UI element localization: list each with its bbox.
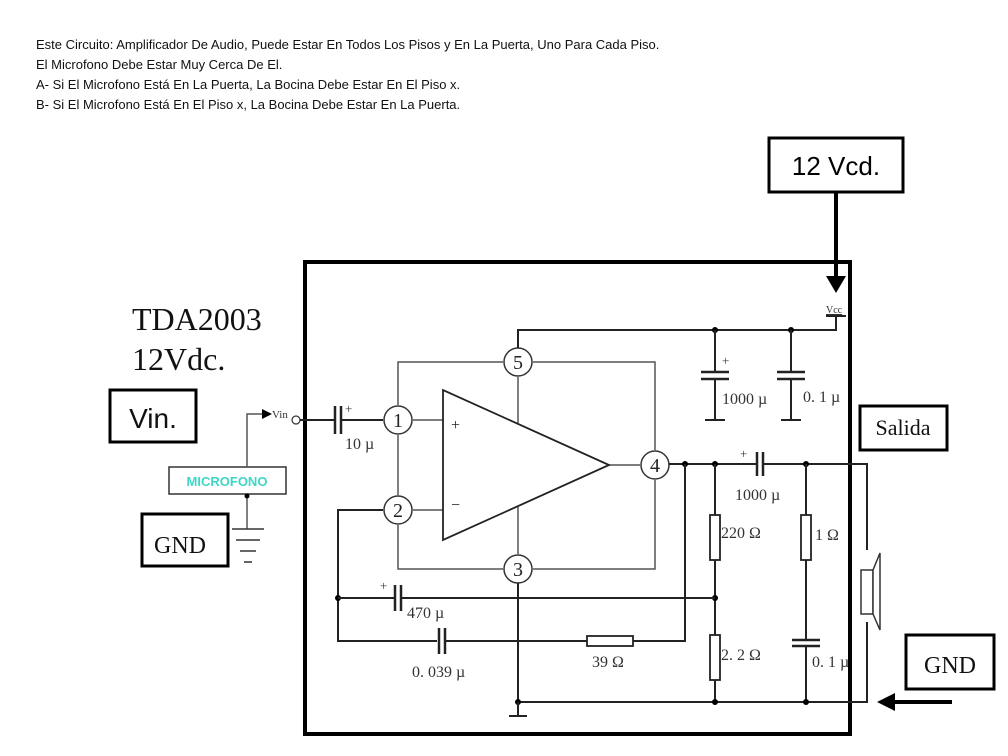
wire-1-5 <box>397 361 503 405</box>
note-line: B- Si El Microfono Está En El Piso x, La… <box>36 97 461 112</box>
pin-5: 5 <box>503 347 533 377</box>
capacitor-output-1000u <box>755 452 765 476</box>
c-out-label: 1000 µ <box>735 487 780 504</box>
pin-2: 2 <box>383 495 413 525</box>
c-supply-1-label: 1000 µ <box>722 391 767 408</box>
microphone-box: MICROFONO <box>168 466 287 495</box>
wire-2-3 <box>397 525 503 570</box>
gnd-right-label: GND <box>924 653 976 679</box>
gnd-left-label: GND <box>154 533 206 559</box>
vin-arrow-icon <box>262 409 272 419</box>
r-39-label: 39 Ω <box>592 654 624 671</box>
resistor-220 <box>709 514 721 561</box>
capacitor-zobel <box>792 638 820 648</box>
vcc-label: Vcc <box>826 305 843 316</box>
ground-rail <box>517 583 868 703</box>
microphone-label: MICROFONO <box>187 474 268 489</box>
plus-sign: + <box>380 578 387 593</box>
r-220-label: 220 Ω <box>721 525 761 542</box>
note-line: El Microfono Debe Estar Muy Cerca De El. <box>36 57 283 72</box>
plus-sign: + <box>740 446 747 461</box>
speaker-icon <box>860 552 881 631</box>
supply-box: 12 Vcd. <box>767 136 905 194</box>
output-wire-2 <box>764 463 868 550</box>
note-line: Este Circuito: Amplificador De Audio, Pu… <box>36 37 660 52</box>
note-line: A- Si El Microfono Está En La Puerta, La… <box>36 77 461 92</box>
vin-terminal <box>291 415 301 425</box>
c-zobel-label: 0. 1 µ <box>812 654 849 671</box>
capacitor-470u <box>393 585 403 611</box>
wire-5-4 <box>533 361 656 450</box>
pin-1-label: 1 <box>393 410 403 432</box>
pin-2-label: 2 <box>393 500 403 522</box>
salida-box: Salida <box>858 404 949 452</box>
c-470-label: 470 µ <box>407 605 444 622</box>
pin-3-label: 3 <box>513 559 523 581</box>
pin-4: 4 <box>640 450 670 480</box>
supply-title: 12Vdc. <box>132 341 225 377</box>
vin-pin-label: Vin <box>272 409 288 421</box>
mic-wire-top <box>246 413 265 467</box>
c-supply-2-label: 0. 1 µ <box>803 389 840 406</box>
junction-dot <box>712 699 718 705</box>
fb-network-wire <box>337 509 437 642</box>
capacitor-input <box>333 406 343 434</box>
junction-dot <box>244 493 250 499</box>
supply-box-label: 12 Vcd. <box>792 151 880 181</box>
pin-4-label: 4 <box>650 455 660 477</box>
plus-sign: + <box>345 401 352 416</box>
junction-dot <box>803 699 809 705</box>
ground-left-icon <box>232 528 264 563</box>
r-1-label: 1 Ω <box>815 527 839 544</box>
c-0039-label: 0. 039 µ <box>412 664 465 681</box>
opamp-plus-label: + <box>451 417 460 434</box>
vin-box-label: Vin. <box>129 403 177 434</box>
capacitor-0.039u <box>437 628 447 654</box>
vin-box: Vin. <box>108 388 198 444</box>
capacitor-supply-1000u <box>701 330 729 421</box>
gnd-left-box: GND <box>140 512 230 568</box>
c-input-label: 10 µ <box>345 436 374 453</box>
pin-5-label: 5 <box>513 352 523 374</box>
opamp-minus-label: − <box>451 497 460 514</box>
resistor-39 <box>586 635 634 647</box>
plus-sign: + <box>722 353 729 368</box>
pin-3: 3 <box>503 554 533 584</box>
capacitor-supply-0.1u <box>777 330 805 421</box>
gnd-right-box: GND <box>904 633 996 691</box>
resistor-1 <box>800 514 812 561</box>
chip-title: TDA2003 <box>132 301 262 337</box>
r-2.2-label: 2. 2 Ω <box>721 647 761 664</box>
wire-3-4 <box>533 480 656 570</box>
r39-wire <box>633 464 686 642</box>
salida-label: Salida <box>876 415 931 440</box>
vcc-rail <box>517 316 837 348</box>
resistor-2.2 <box>709 634 721 681</box>
gnd-arrow-head <box>877 693 895 711</box>
description-notes: Este Circuito: Amplificador De Audio, Pu… <box>36 35 659 115</box>
pin-1: 1 <box>383 405 413 435</box>
supply-arrow-head <box>826 276 846 293</box>
board-border <box>303 260 852 736</box>
opamp-triangle <box>442 388 612 542</box>
